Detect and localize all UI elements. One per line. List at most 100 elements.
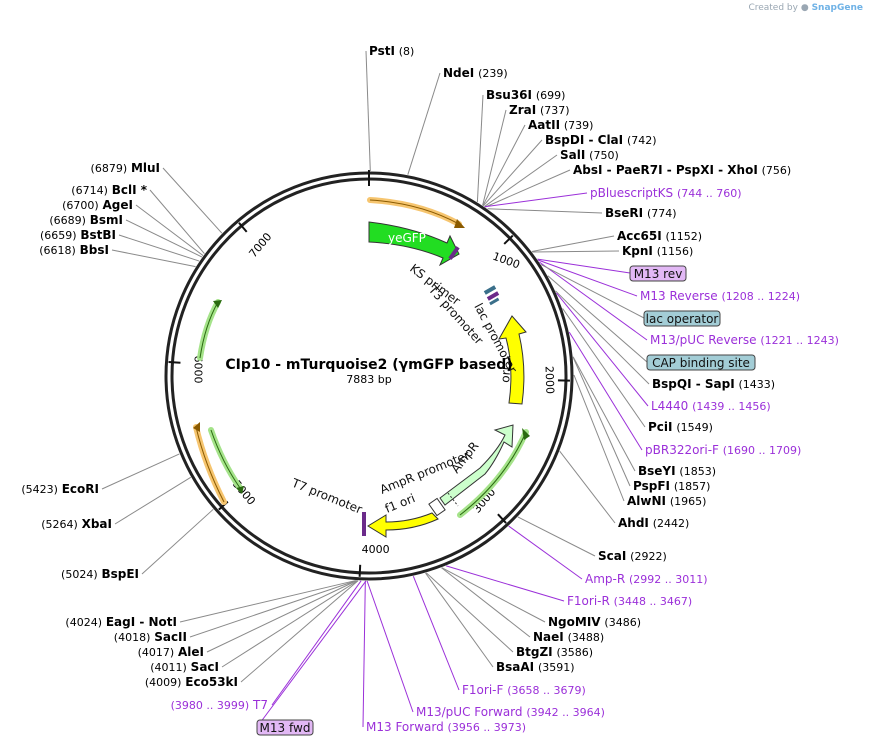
tick-label-4000: 4000: [362, 543, 390, 556]
enzyme-name: PstI: [369, 44, 395, 58]
enzyme-position: (774): [647, 207, 677, 220]
primer-leader: [446, 565, 565, 602]
enzyme-name: AlwNI: [627, 494, 666, 508]
snapgene-logo-icon: ●: [800, 3, 809, 13]
enzyme-position: (4017): [138, 646, 175, 659]
enzyme-label: NdeI (239): [443, 66, 508, 80]
enzyme-position: (6700): [62, 199, 99, 212]
enzyme-position: (2442): [653, 517, 690, 530]
enzyme-leader: [482, 109, 507, 206]
enzyme-label: (4011) SacI: [150, 660, 219, 674]
enzyme-label: PspFI (1857): [633, 479, 710, 493]
primer-label: M13/pUC Reverse (1221 .. 1243): [650, 333, 839, 347]
tick-label-1000: 1000: [491, 250, 522, 272]
ampr-feature: [439, 424, 514, 506]
enzyme-name: BsmI: [90, 213, 123, 227]
enzyme-position: (3486): [604, 616, 641, 629]
label-leader-lines: [101, 50, 650, 728]
primer-box: [256, 719, 314, 736]
enzyme-label: (4024) EagI - NotI: [65, 615, 177, 629]
enzyme-name: KpnI: [622, 244, 653, 258]
enzyme-leader: [573, 374, 625, 502]
enzyme-name: BclI *: [112, 183, 148, 197]
feature-leader: [540, 264, 645, 319]
enzyme-position: (1152): [666, 230, 703, 243]
credit-prefix: Created by: [748, 3, 798, 13]
enzyme-name: NgoMIV: [548, 615, 601, 629]
enzyme-name: NaeI: [533, 630, 564, 644]
feature-box: [643, 310, 721, 327]
outer-labels: PstI (8)NdeI (239)Bsu36I (699)ZraI (737)…: [21, 44, 839, 736]
enzyme-name: BspDI - ClaI: [545, 133, 623, 147]
primer-leader: [484, 192, 588, 208]
primer-label: L4440 (1439 .. 1456): [651, 399, 771, 413]
enzyme-label: (6879) MluI: [91, 161, 160, 175]
enzyme-name: AhdI: [618, 516, 649, 530]
enzyme-position: (239): [478, 67, 508, 80]
enzyme-leader: [179, 580, 356, 623]
enzyme-leader: [572, 356, 636, 472]
primer-leader: [412, 575, 460, 691]
enzyme-label: BspQI - SapI (1433): [652, 377, 775, 391]
feature-leader: [256, 580, 367, 728]
tick-1000: [503, 234, 514, 245]
enzyme-name: NdeI: [443, 66, 474, 80]
enzyme-name: AleI: [178, 645, 204, 659]
enzyme-name: AbsI - PaeR7I - PspXI - XhoI: [573, 163, 758, 177]
enzyme-label: NaeI (3488): [533, 630, 604, 644]
enzyme-label: (6689) BsmI: [49, 213, 123, 227]
enzyme-name: Acc65I: [617, 229, 662, 243]
enzyme-position: (3488): [568, 631, 605, 644]
t7-promoter-label: T7 promoter: [289, 475, 364, 516]
enzyme-label: (4009) Eco53kI: [145, 675, 238, 689]
feature-box: [646, 354, 756, 371]
enzyme-label: (6659) BstBI: [40, 228, 116, 242]
enzyme-name: SalI: [560, 148, 585, 162]
primer-leader: [508, 525, 583, 580]
enzyme-label: (4018) SacII: [114, 630, 187, 644]
enzyme-position: (1156): [657, 245, 694, 258]
f1-ori-feature: [367, 512, 439, 538]
enzyme-leader: [189, 580, 357, 638]
primer-label: F1ori-R (3448 .. 3467): [567, 594, 692, 608]
enzyme-position: (5024): [61, 568, 98, 581]
enzyme-leader: [572, 357, 631, 487]
enzyme-label: BtgZI (3586): [516, 645, 593, 659]
primer-label: M13 Forward (3956 .. 3973): [366, 720, 526, 734]
enzyme-position: (742): [627, 134, 657, 147]
enzyme-label: AhdI (2442): [618, 516, 689, 530]
primer-leader: [362, 580, 366, 728]
enzyme-name: Eco53kI: [185, 675, 238, 689]
tick-6000: [168, 360, 181, 364]
enzyme-name: SacI: [191, 660, 219, 674]
enzyme-leader: [111, 249, 196, 268]
left-orange-arc-line: [195, 426, 225, 503]
enzyme-position: (1857): [674, 480, 711, 493]
enzyme-name: AatII: [528, 118, 560, 132]
enzyme-position: (756): [762, 164, 792, 177]
enzyme-position: (699): [536, 89, 566, 102]
enzyme-position: (8): [399, 45, 415, 58]
enzyme-label: SalI (750): [560, 148, 619, 162]
enzyme-name: ZraI: [509, 103, 536, 117]
enzyme-leader: [240, 580, 359, 683]
enzyme-name: SacII: [154, 630, 187, 644]
top-orange-feature-line: [369, 199, 460, 225]
enzyme-position: (750): [589, 149, 619, 162]
enzyme-label: KpnI (1156): [622, 244, 693, 258]
snapgene-credit: Created by ● SnapGene: [748, 3, 863, 13]
enzyme-label: NgoMIV (3486): [548, 615, 641, 629]
enzyme-leader: [484, 169, 571, 208]
enzyme-label: BspDI - ClaI (742): [545, 133, 657, 147]
ori-label: ori: [498, 366, 513, 383]
enzyme-label: (5264) XbaI: [41, 517, 112, 531]
enzyme-leader: [407, 72, 441, 175]
enzyme-leader: [206, 580, 357, 653]
ori-feature: [498, 315, 527, 405]
enzyme-leader: [476, 94, 484, 203]
boxed-feature-label: M13 fwd: [260, 721, 311, 735]
enzyme-leader: [425, 572, 514, 653]
primer-leader: [271, 580, 362, 706]
enzyme-name: BspEI: [101, 567, 139, 581]
